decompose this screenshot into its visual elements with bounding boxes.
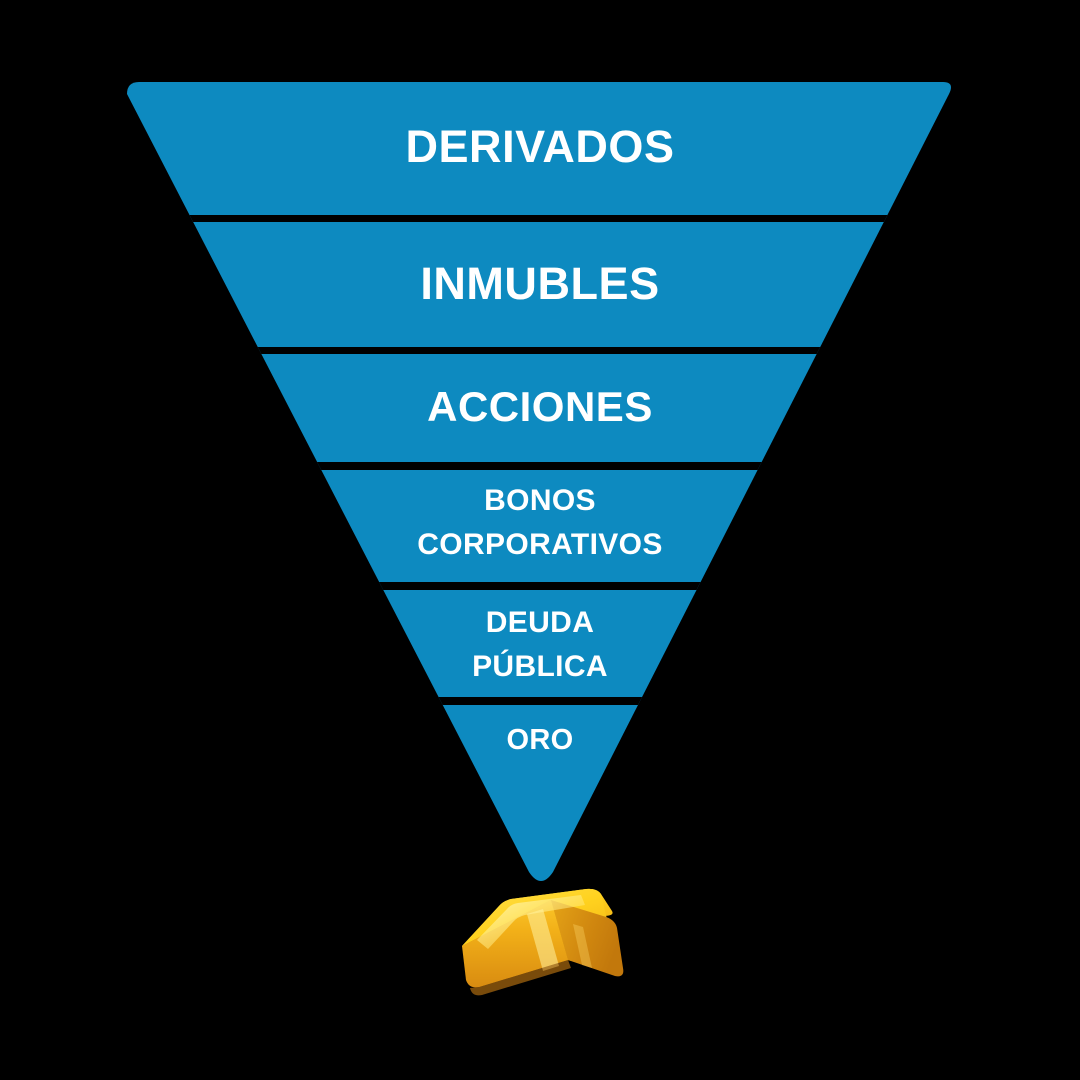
pyramid-dividers xyxy=(127,215,951,705)
divider-5 xyxy=(127,697,951,705)
divider-4 xyxy=(127,582,951,590)
divider-2 xyxy=(127,347,951,354)
pyramid-body xyxy=(127,82,951,881)
divider-3 xyxy=(127,462,951,470)
divider-1 xyxy=(127,215,951,222)
gold-bar-icon xyxy=(462,888,624,996)
